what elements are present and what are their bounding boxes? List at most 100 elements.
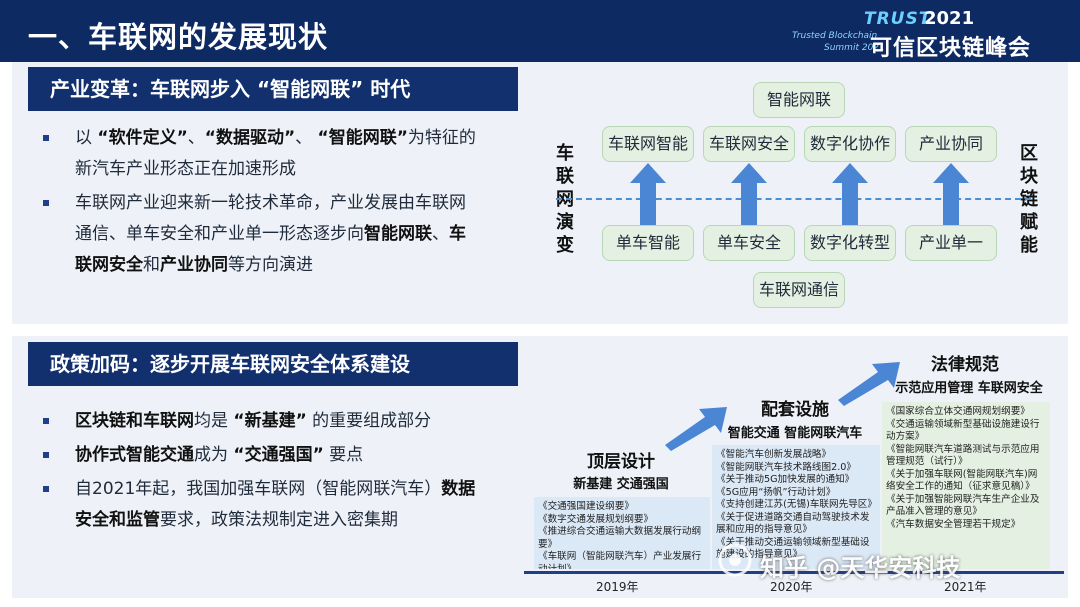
policy-doc-item: 《智能网联汽车道路测试与示范应用管理规范（试行）》 bbox=[886, 443, 1040, 468]
policy-doc-item: 《交通运输领域新型基础设施建设行动方案》 bbox=[886, 418, 1040, 443]
stage-2-title: 配套设施 bbox=[761, 400, 829, 420]
vertical-char: 能 bbox=[1020, 235, 1038, 256]
bullet-text: 为特征的新汽车产业形态正在加速形成 bbox=[75, 128, 476, 179]
vertical-char: 块 bbox=[1020, 166, 1038, 187]
box-upper-3: 数字化协作 bbox=[804, 126, 896, 162]
bullet-text: 车联网产业迎来新一轮技术革命，产业发展由车联网通信、单车安全和产业单一形态逐步向 bbox=[75, 193, 466, 244]
watermark-text: 知乎 @天华安科技 bbox=[760, 554, 961, 582]
policy-doc-item: 《国家综合立体交通网规划纲要》 bbox=[886, 406, 1030, 417]
section2-bullets: 区块链和车联网均是 “新基建” 的重要组成部分协作式智能交通成为 “交通强国” … bbox=[40, 406, 480, 539]
bullet-text: 、 bbox=[432, 224, 449, 244]
vertical-char: 赋 bbox=[1020, 212, 1038, 233]
logo-sub2: Summit 2021 bbox=[824, 43, 885, 53]
policy-doc-item: 《推进综合交通运输大数据发展行动纲要》 bbox=[538, 526, 702, 550]
box-lower-1: 单车智能 bbox=[602, 225, 694, 261]
policy-doc-item: 《5G应用“扬帆”行动计划》 bbox=[716, 486, 836, 498]
watermark-logo-icon bbox=[718, 543, 752, 577]
policy-doc-item: 《智能网联汽车技术路线图2.0》 bbox=[716, 461, 856, 473]
bullet-text: 、 bbox=[295, 128, 318, 148]
diagonal-arrow-icon bbox=[665, 407, 727, 451]
bullet-text: 等方向演进 bbox=[228, 255, 313, 275]
bullet-square-icon bbox=[43, 135, 49, 141]
page-title: 一、车联网的发展现状 bbox=[28, 20, 329, 54]
up-arrow-icon bbox=[630, 163, 666, 225]
bullet-bold-text: “新基建” bbox=[233, 411, 307, 431]
bullet-bold-text: 数据安全和监管 bbox=[75, 479, 476, 530]
stage-3-sub: 示范应用管理 车联网安全 bbox=[895, 381, 1043, 396]
vertical-char: 车 bbox=[556, 143, 574, 164]
bullet-text: 和 bbox=[143, 255, 160, 275]
section1-bullets: 以 “软件定义”、“数据驱动”、 “智能网联”为特征的新汽车产业形态正在加速形成… bbox=[40, 123, 480, 284]
bullet-bold-text: “数据驱动” bbox=[204, 128, 296, 148]
policy-doc-item: 《数字交通发展规划纲要》 bbox=[538, 513, 654, 525]
box-lower-3: 数字化转型 bbox=[804, 225, 896, 261]
vertical-char: 联 bbox=[556, 166, 574, 187]
bullet-bold-text: 车联网安全 bbox=[75, 224, 466, 275]
box-upper-4: 产业协同 bbox=[905, 126, 997, 162]
bullet-bold-text: 产业协同 bbox=[160, 255, 228, 275]
section2-heading: 政策加码：逐步开展车联网安全体系建设 bbox=[28, 342, 518, 386]
stage-1-title: 顶层设计 bbox=[587, 452, 655, 472]
bullet-item: 以 “软件定义”、“数据驱动”、 “智能网联”为特征的新汽车产业形态正在加速形成 bbox=[40, 123, 480, 185]
bullet-text: 以 bbox=[75, 128, 98, 148]
bullet-square-icon bbox=[43, 200, 49, 206]
vertical-char: 演 bbox=[556, 212, 574, 233]
logo-sub1: Trusted Blockchain bbox=[792, 31, 878, 41]
up-arrow-icon bbox=[731, 163, 767, 225]
bullet-text: 自2021年起，我国加强车联网（智能网联汽车） bbox=[75, 479, 442, 499]
bullet-bold-text: “智能网联” bbox=[317, 128, 408, 148]
policy-doc-item: 《关于加强车联网(智能网联汽车)网络安全工作的通知（征求意见稿）》 bbox=[886, 468, 1038, 493]
box-lower-4: 产业单一 bbox=[905, 225, 997, 261]
policy-doc-item: 《支持创建江苏(无锡)车联网先导区》 bbox=[716, 499, 877, 510]
policy-doc-item: 《智能汽车创新发展战略》 bbox=[716, 449, 832, 460]
summit-logo: TRUST 2021 Trusted Blockchain Summit 202… bbox=[792, 8, 1072, 61]
up-arrow-icon bbox=[933, 163, 969, 225]
bullet-text: 均是 bbox=[194, 411, 234, 431]
stage-3-docs: 《国家综合立体交通网规划纲要》《交通运输领域新型基础设施建设行动方案》《智能网联… bbox=[882, 402, 1050, 569]
bullet-square-icon bbox=[43, 418, 49, 424]
header-bar: 一、车联网的发展现状 TRUST 2021 Trusted Blockchain… bbox=[0, 0, 1080, 62]
stage-2-sub: 智能交通 智能网联汽车 bbox=[727, 426, 863, 441]
bullet-item: 自2021年起，我国加强车联网（智能网联汽车）数据安全和监管要求，政策法规制定进… bbox=[40, 474, 480, 536]
bullet-bold-text: “软件定义” bbox=[97, 128, 188, 148]
year-label: 2019年 bbox=[596, 580, 639, 594]
stage-2-docs: 《智能汽车创新发展战略》《智能网联汽车技术路线图2.0》《关于推动5G加快发展的… bbox=[712, 445, 880, 569]
divider-dashed-line bbox=[556, 198, 1031, 200]
bullet-text: 要点 bbox=[323, 445, 364, 465]
policy-doc-item: 《关于促进道路交通自动驾驶技术发展和应用的指导意见》 bbox=[716, 511, 870, 536]
bullet-square-icon bbox=[43, 452, 49, 458]
box-upper-2: 车联网安全 bbox=[703, 126, 795, 162]
year-label: 2020年 bbox=[770, 580, 813, 594]
stage-1-sub: 新基建 交通强国 bbox=[573, 477, 669, 492]
bullet-bold-text: 区块链和车联网 bbox=[75, 411, 194, 431]
bullet-square-icon bbox=[43, 486, 49, 492]
box-upper-1: 车联网智能 bbox=[602, 126, 694, 162]
up-arrow-icon bbox=[832, 163, 868, 225]
stage-1-docs: 《交通强国建设纲要》《数字交通发展规划纲要》《推进综合交通运输大数据发展行动纲要… bbox=[534, 497, 710, 569]
policy-doc-item: 《关于推动交通运输领域新型基础设施建设的指导意见》 bbox=[716, 536, 870, 561]
box-bottom: 车联网通信 bbox=[753, 272, 845, 308]
box-top: 智能网联 bbox=[753, 82, 845, 118]
bullet-item: 区块链和车联网均是 “新基建” 的重要组成部分 bbox=[40, 406, 480, 437]
bullet-bold-text: 智能网联 bbox=[364, 224, 432, 244]
bullet-bold-text: “交通强国” bbox=[233, 445, 324, 465]
left-label-vertical: 车联网演变 bbox=[554, 142, 576, 257]
logo-trust: TRUST bbox=[864, 9, 932, 29]
year-label: 2021年 bbox=[944, 580, 987, 594]
vertical-char: 变 bbox=[556, 235, 574, 256]
diagonal-arrow-icon bbox=[838, 362, 900, 406]
policy-doc-item: 《汽车数据安全管理若干规定》 bbox=[886, 518, 1021, 530]
box-lower-2: 单车安全 bbox=[703, 225, 795, 261]
timeline-axis bbox=[524, 571, 1064, 574]
policy-doc-item: 《车联网（智能网联汽车）产业发展行动计划》 bbox=[538, 551, 702, 569]
bullet-text: 的重要组成部分 bbox=[306, 411, 432, 431]
bullet-text: 成为 bbox=[194, 445, 234, 465]
bullet-item: 车联网产业迎来新一轮技术革命，产业发展由车联网通信、单车安全和产业单一形态逐步向… bbox=[40, 188, 480, 281]
logo-year: 2021 bbox=[924, 8, 975, 29]
bullet-item: 协作式智能交通成为 “交通强国” 要点 bbox=[40, 440, 480, 471]
section1-heading: 产业变革：车联网步入 “智能网联” 时代 bbox=[28, 67, 518, 111]
right-label-vertical: 区块链赋能 bbox=[1018, 142, 1040, 257]
policy-doc-item: 《关于推动5G加快发展的通知》 bbox=[716, 474, 855, 485]
stage-3-title: 法律规范 bbox=[931, 355, 999, 375]
bullet-text: 要求，政策法规制定进入密集期 bbox=[160, 510, 398, 530]
